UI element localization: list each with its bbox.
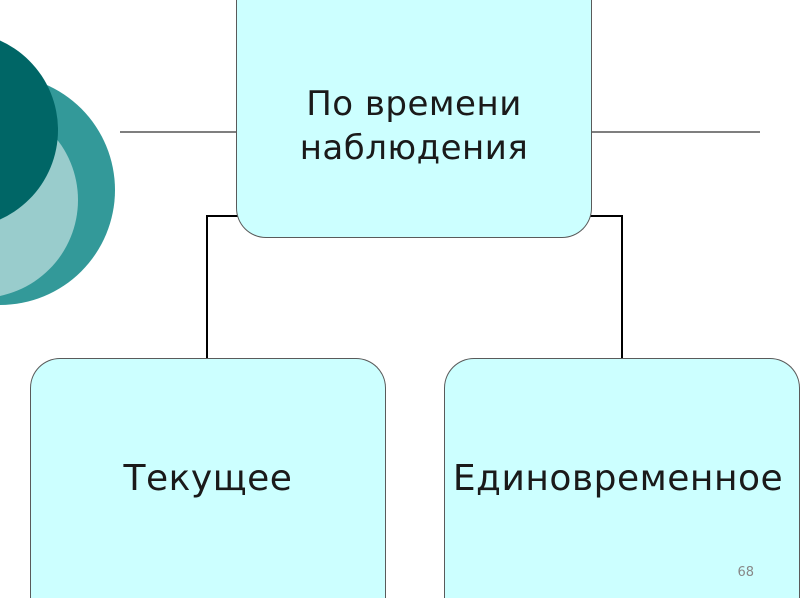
root-node-label: По времени наблюдения [300,82,529,170]
decor-circle-dark [0,40,58,220]
connector-right [588,215,623,358]
root-node: По времени наблюдения [236,0,592,238]
page-number: 68 [737,565,754,580]
child-node-one-time: Единовременное [444,358,800,598]
connector-left [206,215,240,358]
child-node-current: Текущее [30,358,386,598]
child-node-current-label: Текущее [123,457,293,499]
root-node-label-line2: наблюдения [299,127,529,168]
child-node-one-time-label: Единовременное [452,457,784,499]
root-node-label-line1: По времени [306,83,522,124]
